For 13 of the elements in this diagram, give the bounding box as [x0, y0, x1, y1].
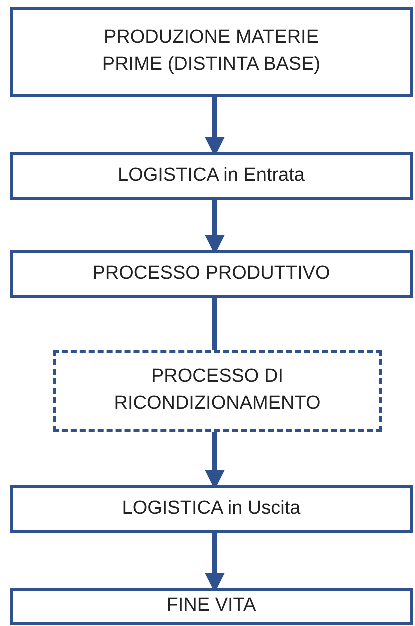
process-box [10, 250, 413, 298]
process-box [10, 485, 413, 533]
box-label: LOGISTICA in Uscita [122, 496, 301, 521]
box-label: PROCESSO DI RICONDIZIONAMENTO [113, 365, 322, 416]
process-box [10, 7, 413, 97]
box-label: PRODUZIONE MATERIE PRIME (DISTINTA BASE) [101, 26, 322, 77]
process-box [53, 350, 382, 432]
process-box [10, 152, 413, 200]
connector-line [212, 298, 218, 350]
box-label: PROCESSO PRODUTTIVO [92, 262, 330, 286]
box-label: FINE VITA [166, 594, 256, 618]
process-box [10, 588, 413, 625]
box-label: LOGISTICA in Entrata [118, 164, 305, 188]
